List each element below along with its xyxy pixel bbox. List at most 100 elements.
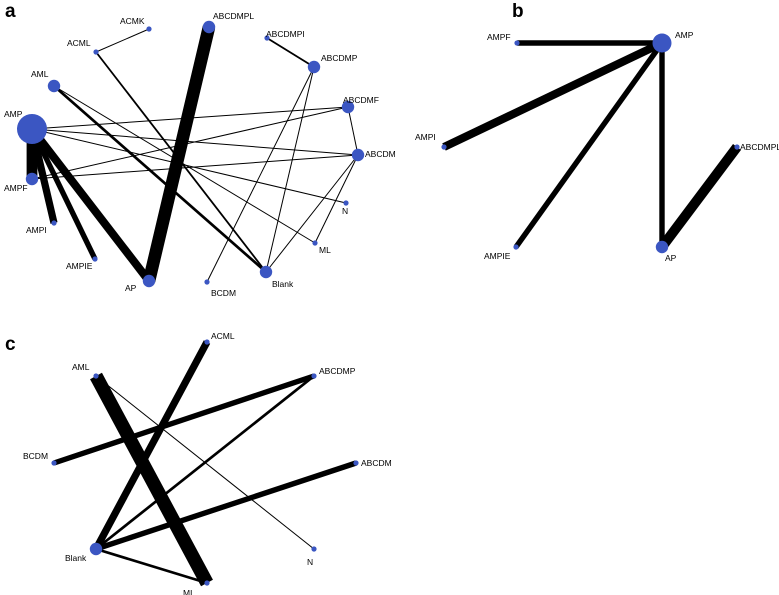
node-label-b-AMPF: AMPF	[487, 32, 511, 42]
edge-a-AML-ML	[53, 85, 316, 244]
edges-c	[53, 340, 357, 587]
edge-c-Blank-ABCDM	[95, 460, 357, 552]
node-label-c-BCDM: BCDM	[23, 451, 48, 461]
node-a-AMPI	[51, 220, 57, 226]
node-a-AMPF	[25, 172, 39, 186]
node-a-N	[343, 200, 349, 206]
edge-c-BCDM-ABCDMP	[53, 373, 315, 466]
panel-label-c: c	[5, 334, 16, 355]
edge-c-AML-ML	[90, 372, 213, 587]
node-label-b-AMP: AMP	[675, 30, 694, 40]
node-a-AML	[47, 79, 61, 93]
node-label-a-ABCDMPI: ABCDMPI	[266, 29, 305, 39]
edges-a	[26, 25, 359, 284]
panel-label-a: a	[5, 1, 16, 22]
node-label-b-ABCDMPL: ABCDMPL	[740, 142, 779, 152]
panel-label-b: b	[512, 1, 524, 22]
edge-a-ABCDM-Blank	[265, 154, 359, 273]
node-b-AP	[655, 240, 669, 254]
node-c-N	[311, 546, 317, 552]
node-a-ACML	[93, 49, 99, 55]
node-label-c-ABCDM: ABCDM	[361, 458, 392, 468]
node-label-b-AMPI: AMPI	[415, 132, 436, 142]
node-a-AMP	[17, 114, 47, 144]
node-a-BCDM	[204, 279, 210, 285]
edge-b-AP-ABCDMPL	[658, 144, 741, 250]
node-label-a-Blank: Blank	[272, 279, 294, 289]
node-label-a-ML: ML	[319, 245, 331, 255]
edge-a-AMPF-ABCDM	[31, 154, 359, 180]
node-label-b-AMPIE: AMPIE	[484, 251, 511, 261]
node-label-a-N: N	[342, 206, 348, 216]
edge-a-AMPF-ABCDMF	[31, 106, 349, 180]
node-label-a-ACML: ACML	[67, 38, 91, 48]
node-b-AMPF	[514, 40, 520, 46]
node-b-AMP	[652, 33, 672, 53]
node-label-a-AML: AML	[31, 69, 49, 79]
edge-a-ABCDMPI-ABCDMP	[266, 37, 315, 68]
node-b-AMPIE	[513, 244, 519, 250]
edges-b	[442, 39, 741, 250]
node-c-ML	[204, 580, 210, 586]
node-label-a-ABCDMPL: ABCDMPL	[213, 11, 254, 21]
node-label-b-AP: AP	[665, 253, 677, 263]
node-label-c-Blank: Blank	[65, 553, 87, 563]
node-label-a-ABCDMP: ABCDMP	[321, 53, 358, 63]
node-b-AMPI	[441, 144, 447, 150]
node-a-ABCDM	[351, 148, 365, 162]
edge-a-ABCDMP-Blank	[265, 66, 315, 273]
node-label-a-ACMK: ACMK	[120, 16, 145, 26]
edge-a-ABCDMF-ABCDM	[347, 106, 359, 156]
node-label-c-ML: ML	[183, 588, 195, 595]
node-a-Blank	[259, 265, 273, 279]
nodes-c: ACML AML ABCDMP BCDM ABCDM Blank N ML	[23, 331, 392, 595]
node-label-c-ACML: ACML	[211, 331, 235, 341]
node-a-ABCDMPI	[264, 35, 270, 41]
edge-a-AMP-N	[31, 128, 347, 204]
node-a-ABCDMP	[307, 60, 321, 74]
node-c-BCDM	[51, 460, 57, 466]
node-label-a-BCDM: BCDM	[211, 288, 236, 298]
node-c-ACML	[204, 339, 210, 345]
edge-c-AML-N	[95, 375, 315, 550]
nodes-a: ACMK ABCDMPL ACML ABCDMPI ABCDMP AML ABCDMF AMP…	[4, 11, 396, 298]
node-a-ABCDMPL	[202, 20, 216, 34]
edge-a-ACML-ACMK	[95, 28, 150, 53]
panel-c: c ACML AML ABCDMP BCDM ABCDM Blank N ML	[5, 331, 392, 595]
edge-c-Blank-ML	[95, 547, 208, 585]
node-a-AMPIE	[92, 256, 98, 262]
edge-b-AMP-AMPIE	[513, 41, 665, 249]
node-a-ABCDMF	[341, 100, 355, 114]
node-label-a-AMP: AMP	[4, 109, 23, 119]
node-b-ABCDMPL	[734, 144, 740, 150]
node-label-c-N: N	[307, 557, 313, 567]
node-c-ABCDMP	[311, 373, 317, 379]
node-a-ACMK	[146, 26, 152, 32]
edge-a-AMP-AMPIE	[29, 127, 98, 261]
node-c-AML	[93, 373, 99, 379]
node-label-a-ABCDMF: ABCDMF	[343, 95, 379, 105]
edge-a-AP-ABCDMPL	[142, 25, 216, 283]
node-a-AP	[142, 274, 156, 288]
edge-a-AMP-AP	[28, 126, 153, 284]
node-label-c-AML: AML	[72, 362, 90, 372]
node-c-Blank	[89, 542, 103, 556]
node-label-c-ABCDMP: ABCDMP	[319, 366, 356, 376]
node-label-a-AMPI: AMPI	[26, 225, 47, 235]
edge-c-Blank-ACML	[92, 340, 211, 551]
node-label-a-AMPIE: AMPIE	[66, 261, 93, 271]
node-label-a-ABCDM: ABCDM	[365, 149, 396, 159]
edge-a-ABCDM-ML	[314, 154, 359, 244]
edge-b-AMP-AMPI	[442, 39, 664, 151]
node-label-a-AMPF: AMPF	[4, 183, 28, 193]
edge-a-ABCDMP-BCDM	[206, 66, 315, 283]
node-a-ML	[312, 240, 318, 246]
nodes-b: AMPF AMP AMPI ABCDMPL AMPIE AP	[415, 30, 779, 263]
node-c-ABCDM	[353, 460, 359, 466]
edge-a-AMP-ABCDMF	[31, 106, 349, 130]
edge-a-AML-Blank	[53, 84, 267, 274]
node-label-a-AP: AP	[125, 283, 137, 293]
